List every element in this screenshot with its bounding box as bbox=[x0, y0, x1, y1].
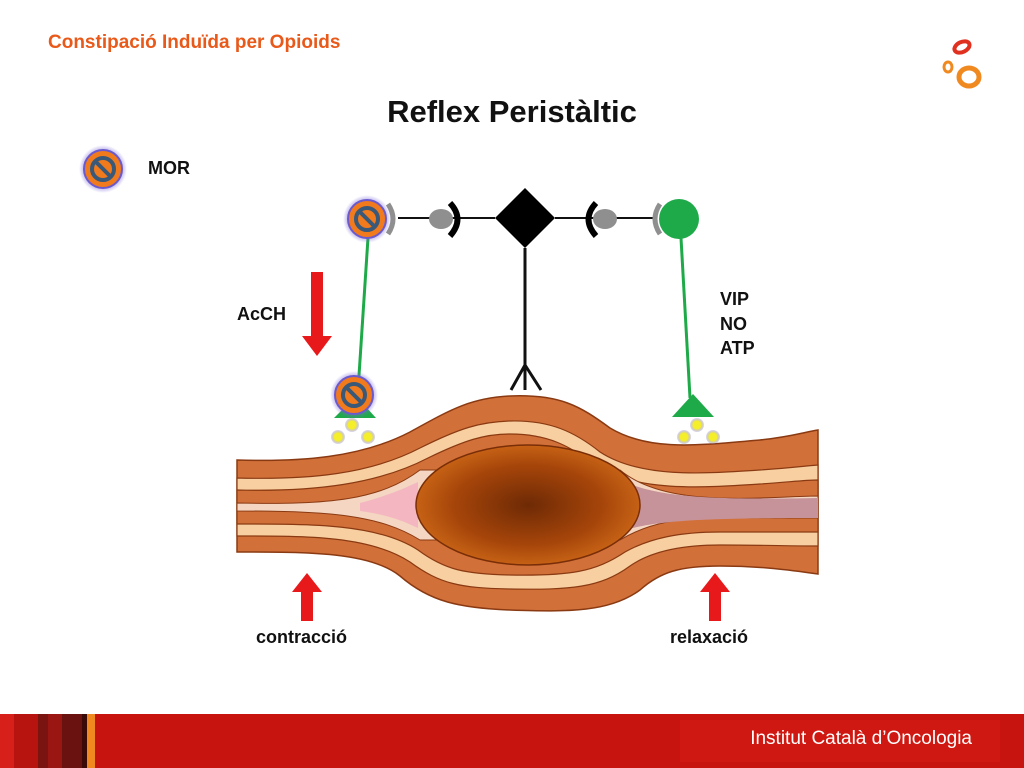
arrow-down-acch-icon bbox=[302, 272, 332, 356]
footer-bar bbox=[0, 714, 1024, 768]
food-bolus bbox=[415, 444, 641, 566]
mor-legend-icon bbox=[79, 145, 127, 193]
header-title: Constipació Induïda per Opioids bbox=[48, 32, 341, 53]
arrow-up-contraction-icon bbox=[292, 573, 322, 621]
vip-label: VIP bbox=[720, 289, 750, 309]
vesicles-left bbox=[331, 418, 375, 444]
interneuron bbox=[385, 188, 663, 391]
acch-label: AcCH bbox=[237, 304, 287, 324]
vesicles-right bbox=[677, 418, 720, 444]
atp-label: ATP bbox=[720, 338, 755, 358]
contraction-label: contracció bbox=[256, 627, 348, 647]
no-label: NO bbox=[720, 314, 747, 334]
inhibitory-motor-neuron bbox=[659, 199, 714, 417]
mor-label: MOR bbox=[148, 158, 190, 178]
slide-title: Reflex Peristàltic bbox=[387, 94, 637, 129]
mor-receptor-terminal-icon bbox=[330, 371, 378, 419]
mor-receptor-soma-icon bbox=[343, 195, 391, 243]
arrow-up-relaxation-icon bbox=[700, 573, 730, 621]
relaxation-label: relaxació bbox=[670, 627, 749, 647]
gut-segment bbox=[236, 395, 819, 612]
footer-stripes bbox=[0, 714, 1000, 768]
ico-logo bbox=[942, 39, 982, 89]
institution-name: Institut Català d’Oncologia bbox=[750, 728, 972, 749]
